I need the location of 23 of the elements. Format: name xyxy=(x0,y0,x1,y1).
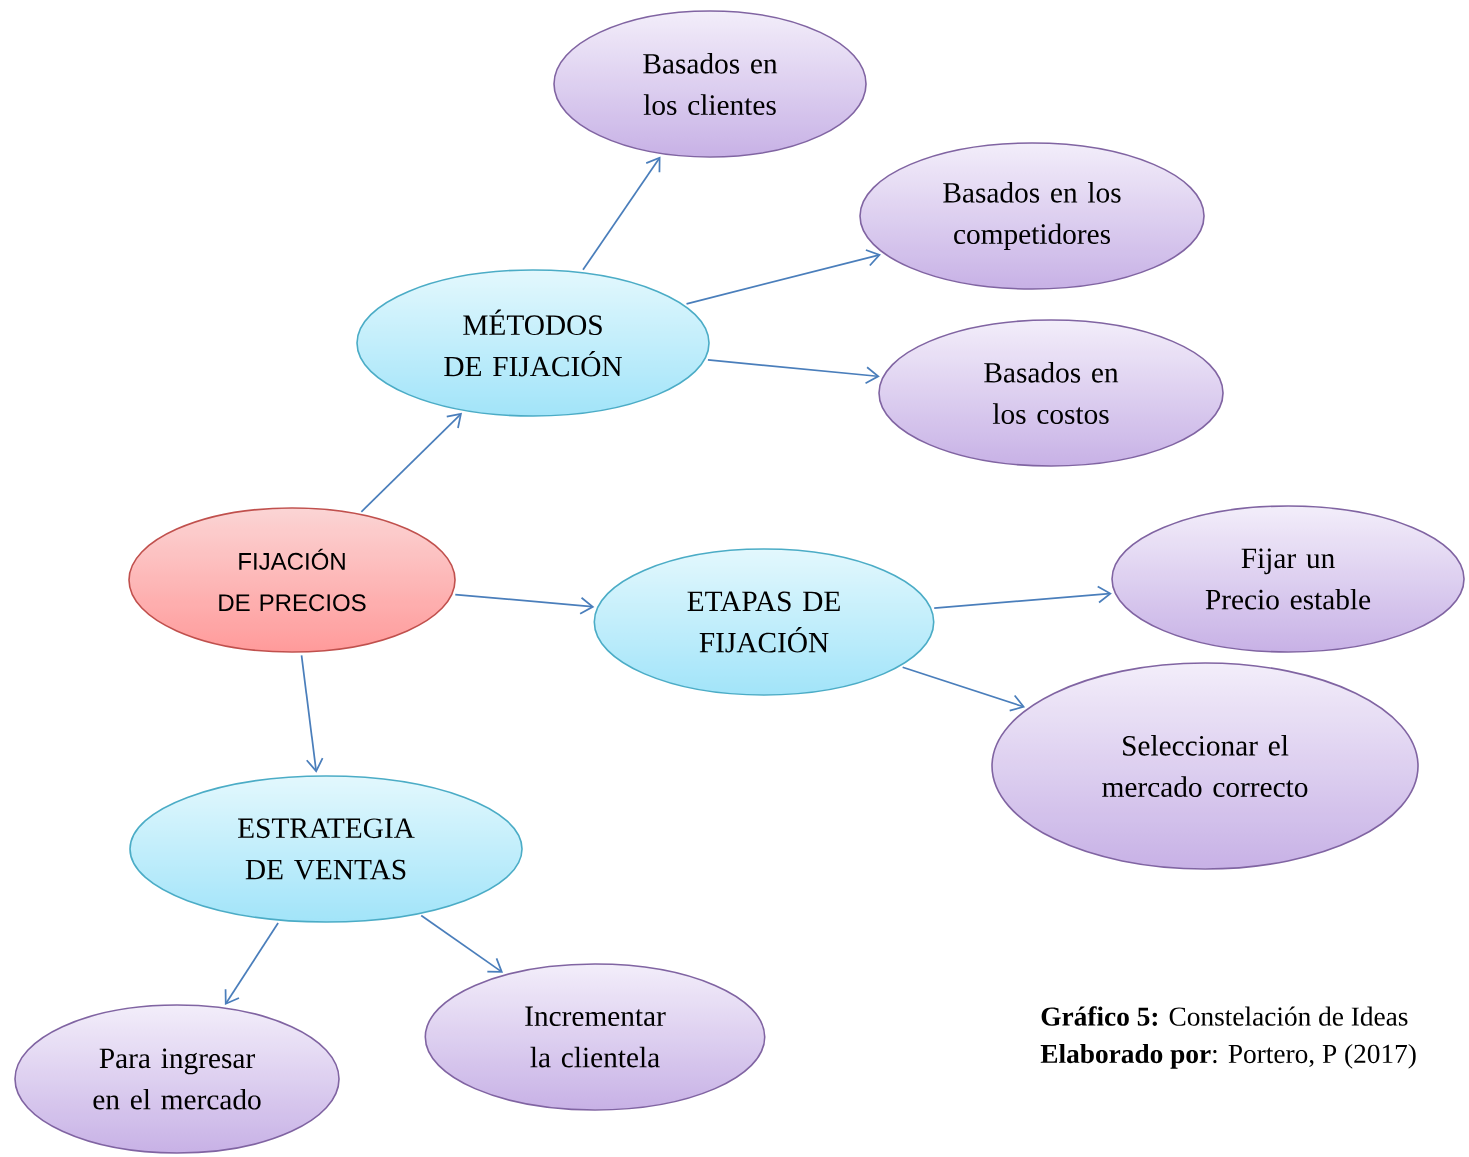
ellipse-node: ETAPAS DE FIJACIÓN xyxy=(593,548,935,696)
arrow xyxy=(360,412,463,513)
ellipse-node: MÉTODOS DE FIJACIÓN xyxy=(356,269,710,417)
arrow xyxy=(901,666,1026,712)
ellipse-node: Seleccionar el mercado correcto xyxy=(991,662,1419,870)
ellipse-node: ESTRATEGIA DE VENTAS xyxy=(129,775,523,923)
ellipse-node: Basados en los costos xyxy=(878,319,1224,467)
arrow xyxy=(685,249,881,305)
arrow xyxy=(707,359,880,384)
caption: Gráfico 5: Constelación de Ideas xyxy=(1041,1006,1408,1026)
arrow xyxy=(933,585,1112,609)
ellipse-node: Incrementar la clientela xyxy=(424,963,766,1111)
arrow xyxy=(582,156,661,271)
ellipse-node: FIJACIÓN DE PRECIOS xyxy=(128,507,456,653)
ellipse-node: Basados en los clientes xyxy=(553,10,867,158)
ellipse-node: Basados en los competidores xyxy=(859,142,1205,290)
arrow xyxy=(224,922,279,1006)
credit-note: Elaborado por: Portero, P (2017) xyxy=(1040,1043,1416,1069)
ellipse-node: Fijar un Precio estable xyxy=(1111,505,1465,653)
arrow xyxy=(420,914,504,973)
arrow xyxy=(300,654,324,773)
arrow xyxy=(454,593,595,615)
ellipse-node: Para ingresar en el mercado xyxy=(14,1004,340,1154)
